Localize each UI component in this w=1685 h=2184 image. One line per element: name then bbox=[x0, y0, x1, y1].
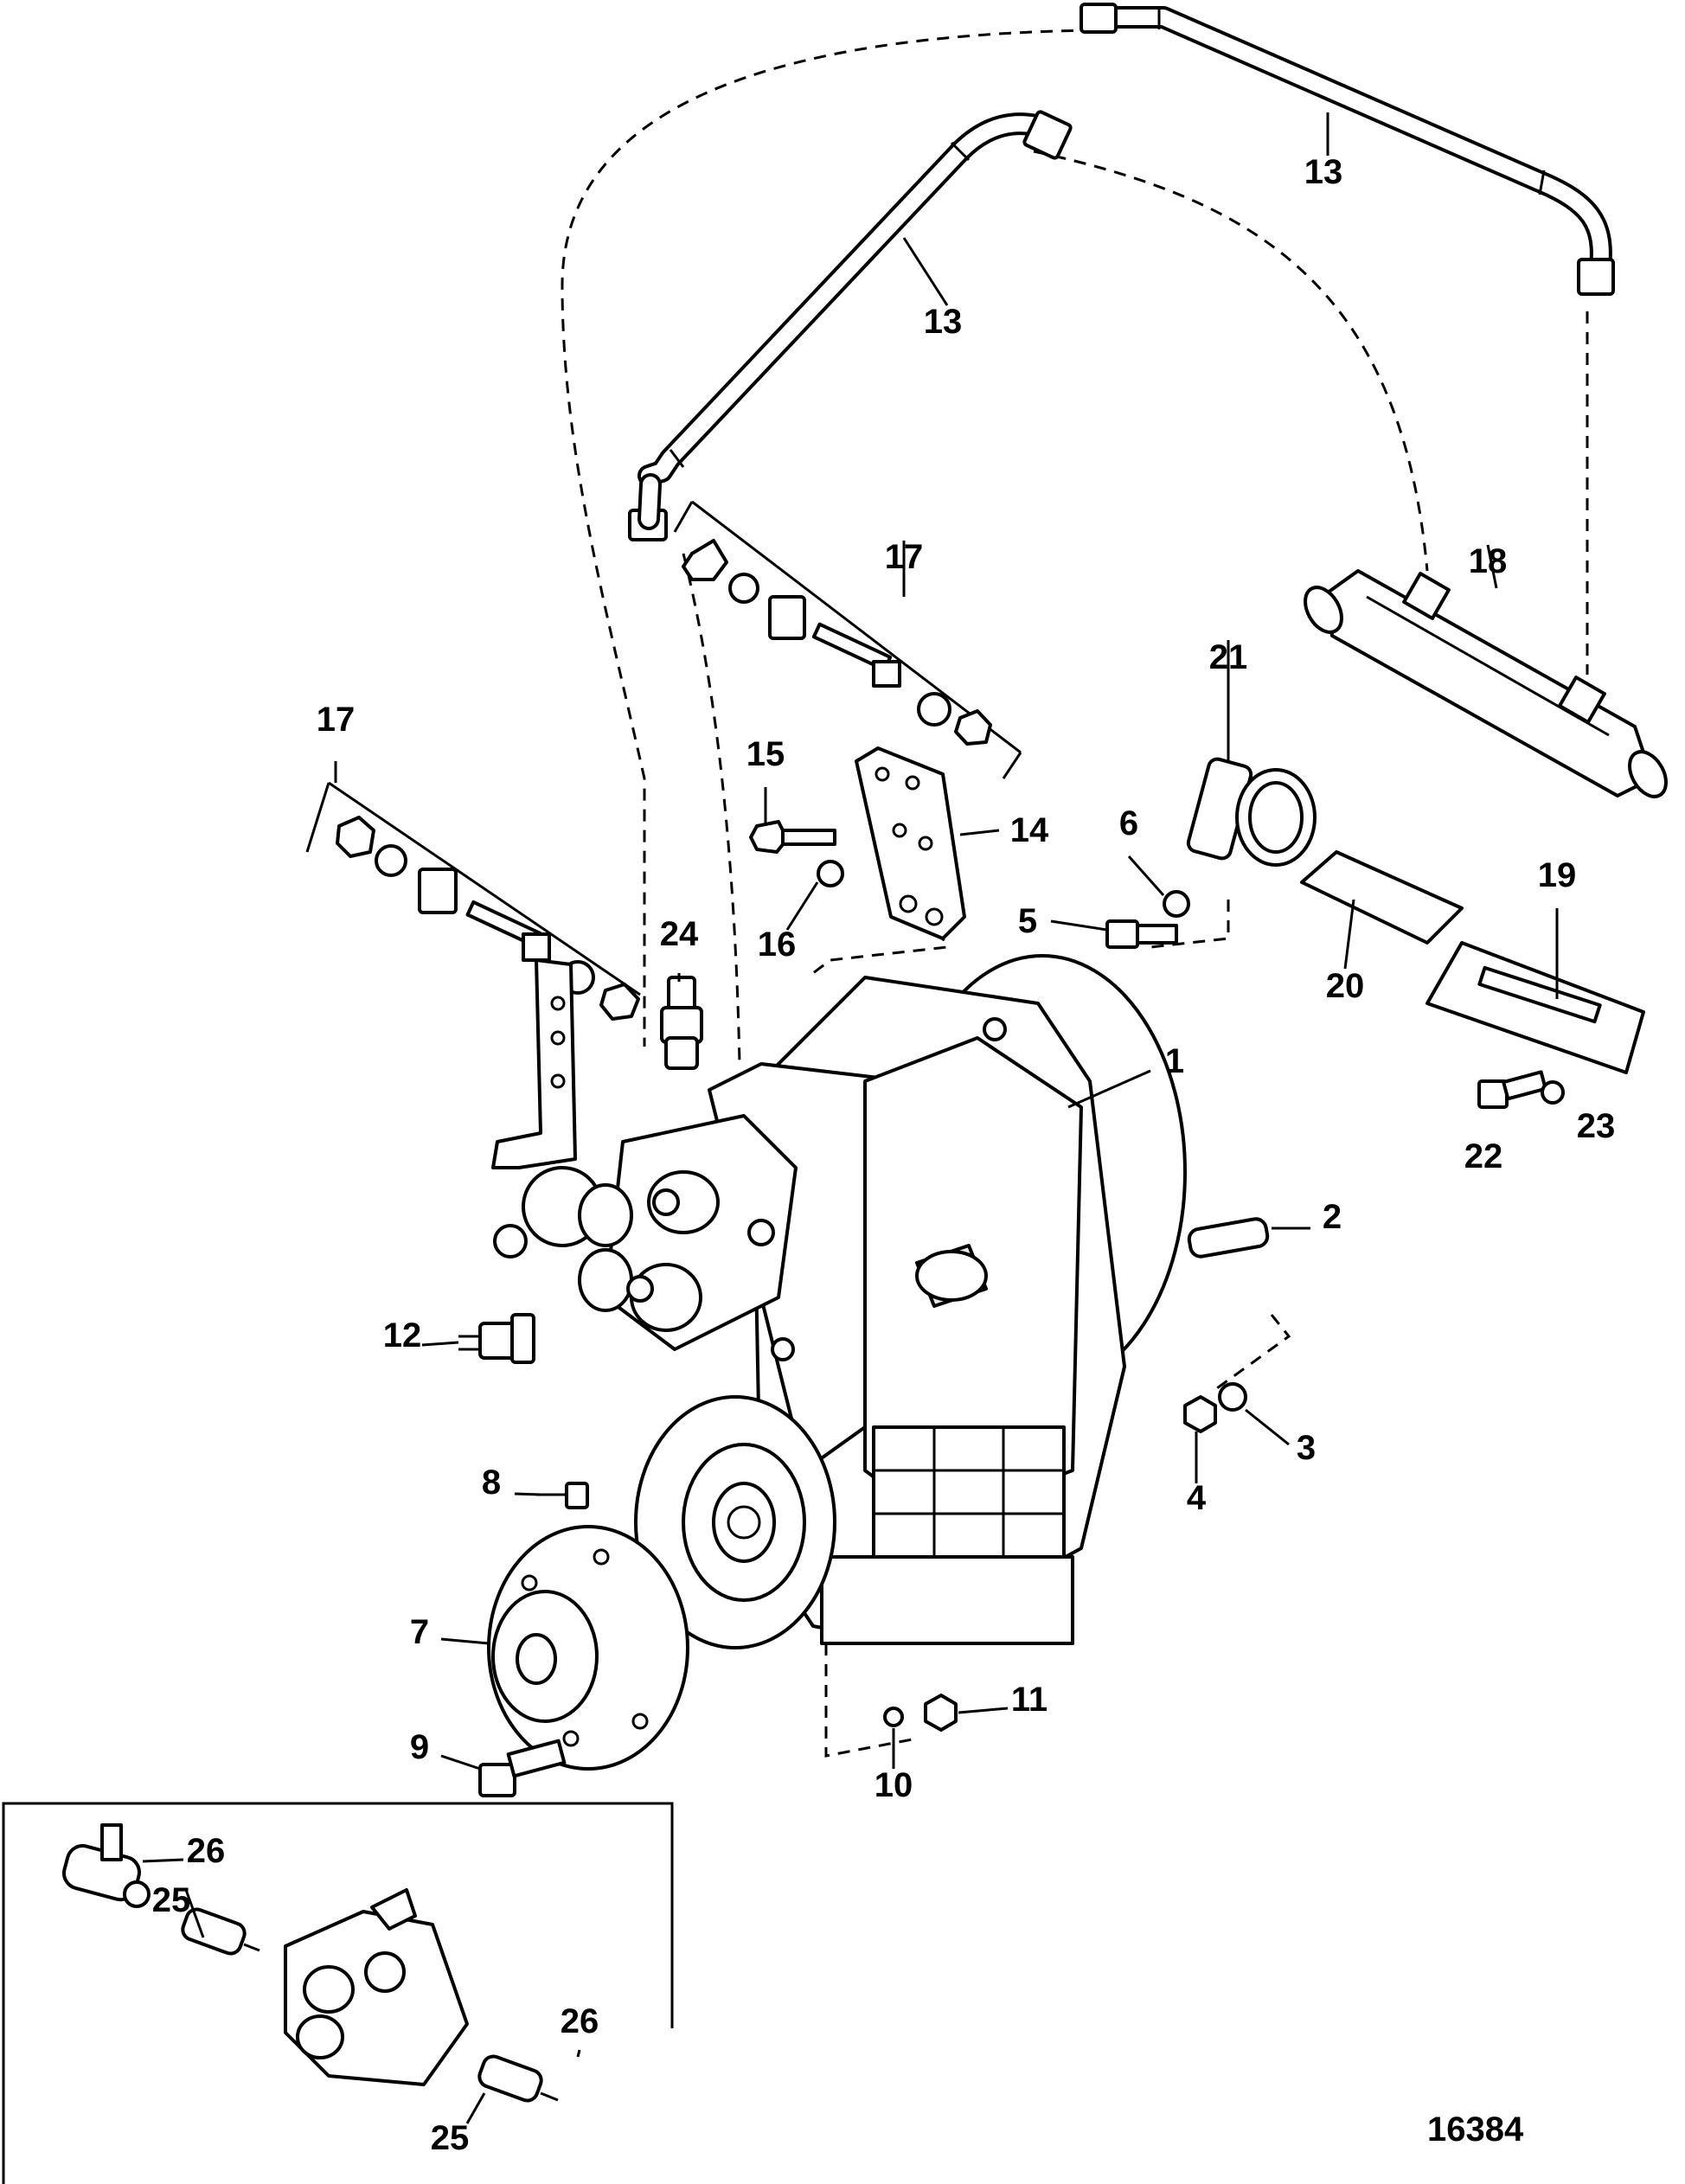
sensor-25-b bbox=[477, 2054, 559, 2103]
washer-3 bbox=[1218, 1382, 1247, 1412]
callout-11: 11 bbox=[1011, 1681, 1048, 1719]
bolt-5 bbox=[1105, 919, 1178, 949]
callout-6: 6 bbox=[1119, 804, 1138, 842]
callout-1: 1 bbox=[1165, 1042, 1184, 1080]
washer-16 bbox=[817, 860, 844, 887]
washer-23 bbox=[1541, 1080, 1565, 1105]
callout-23: 23 bbox=[1577, 1107, 1616, 1145]
washer-10 bbox=[883, 1707, 904, 1727]
callout-13: 13 bbox=[924, 303, 963, 341]
callout-12: 12 bbox=[383, 1316, 422, 1355]
callout-5: 5 bbox=[1018, 902, 1037, 940]
oil-cooler-hose-upper bbox=[1080, 3, 1615, 296]
mount-kit-lower bbox=[305, 781, 641, 1021]
callout-13: 13 bbox=[1304, 153, 1343, 191]
callout-4: 4 bbox=[1187, 1479, 1207, 1517]
bolt-15 bbox=[749, 820, 836, 854]
callout-2: 2 bbox=[1323, 1198, 1342, 1236]
inset-detail bbox=[2, 1802, 674, 2184]
washer-6 bbox=[1163, 890, 1190, 918]
callout-20: 20 bbox=[1326, 967, 1365, 1005]
callout-24: 24 bbox=[660, 915, 699, 953]
callout-10: 10 bbox=[875, 1766, 913, 1804]
callout-3: 3 bbox=[1297, 1429, 1316, 1467]
callout-16: 16 bbox=[758, 925, 797, 964]
callout-25: 25 bbox=[152, 1881, 191, 1919]
coupling-flange-7 bbox=[487, 1525, 689, 1771]
callout-8: 8 bbox=[482, 1463, 501, 1502]
bolt-9 bbox=[478, 1739, 567, 1797]
nut-4 bbox=[1183, 1395, 1217, 1433]
callout-9: 9 bbox=[410, 1728, 429, 1766]
mounting-plate bbox=[855, 746, 966, 940]
temp-switch-12 bbox=[458, 1313, 535, 1364]
dowel-pin-2 bbox=[1187, 1217, 1270, 1259]
callout-18: 18 bbox=[1469, 542, 1508, 580]
transmission-housing bbox=[491, 954, 1187, 1645]
callout-14: 14 bbox=[1010, 811, 1049, 849]
callout-21: 21 bbox=[1209, 638, 1248, 676]
output-flange-housing bbox=[634, 1395, 836, 1649]
nut-11 bbox=[924, 1694, 958, 1732]
screw-8 bbox=[536, 1482, 589, 1509]
pressure-sensor-24 bbox=[660, 976, 703, 1070]
callout-17: 17 bbox=[885, 538, 924, 576]
oil-cooler-hose-lower bbox=[628, 110, 1073, 541]
callout-17: 17 bbox=[317, 701, 356, 739]
callout-22: 22 bbox=[1464, 1137, 1503, 1175]
sensor-25-a bbox=[181, 1907, 260, 1956]
callout-15: 15 bbox=[746, 735, 785, 773]
hose-clamp bbox=[1186, 757, 1317, 867]
valve-body-inset bbox=[284, 1888, 469, 2086]
bolt-22 bbox=[1477, 1070, 1547, 1109]
leader-lines bbox=[142, 112, 1559, 2124]
callout-26: 26 bbox=[187, 1832, 226, 1870]
figure-id: 16384 bbox=[1427, 2110, 1524, 2149]
callout-19: 19 bbox=[1538, 856, 1577, 894]
cooler-shim bbox=[1300, 850, 1464, 945]
oil-cooler bbox=[1304, 569, 1668, 798]
fitting-26-a bbox=[62, 1823, 151, 1908]
callout-7: 7 bbox=[410, 1613, 429, 1651]
callout-labels: 1234567891011121313141516171718192021222… bbox=[152, 153, 1616, 2157]
callout-26: 26 bbox=[561, 2002, 599, 2040]
mount-kit-upper bbox=[673, 500, 1022, 779]
callout-25: 25 bbox=[431, 2119, 470, 2157]
cooler-bracket bbox=[1426, 941, 1645, 1074]
